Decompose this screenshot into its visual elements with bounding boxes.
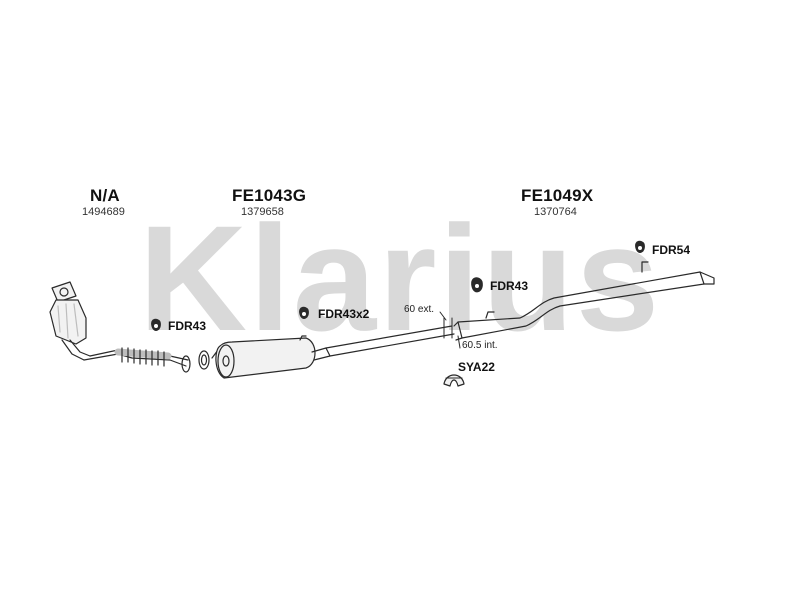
fitting-label-fdr43-left: FDR43	[168, 319, 207, 333]
watermark-text: Klarius	[139, 194, 662, 362]
rubber-mount-fdr43-left	[151, 318, 161, 331]
dimension-marks	[439, 311, 461, 349]
section-code-3: FE1049X	[521, 186, 594, 205]
rubber-mount-fdr43x2	[299, 306, 309, 319]
clamp-sya22	[443, 374, 465, 387]
dimension-label-ext: 60 ext.	[404, 304, 435, 315]
catalytic-converter	[49, 281, 91, 361]
fitting-label-fdr43x2: FDR43x2	[318, 307, 370, 321]
section-number-3: 1370764	[534, 206, 577, 218]
fitting-label-fdr54: FDR54	[652, 243, 691, 257]
centre-silencer	[211, 335, 331, 379]
section-code-2: FE1043G	[232, 186, 307, 205]
dimension-label-int: 60.5 int.	[462, 340, 498, 351]
section-code-1: N/A	[90, 186, 120, 205]
section-number-1: 1494689	[82, 206, 125, 218]
rubber-mount-fdr54	[635, 240, 645, 253]
fitting-label-fdr43-right: FDR43	[490, 279, 529, 293]
rubber-mount-fdr43-right	[471, 277, 483, 293]
fitting-label-sya22: SYA22	[458, 360, 495, 374]
gasket-ring	[198, 350, 210, 370]
section-number-2: 1379658	[241, 206, 284, 218]
front-pipe	[83, 347, 191, 373]
tail-pipe	[325, 261, 715, 357]
